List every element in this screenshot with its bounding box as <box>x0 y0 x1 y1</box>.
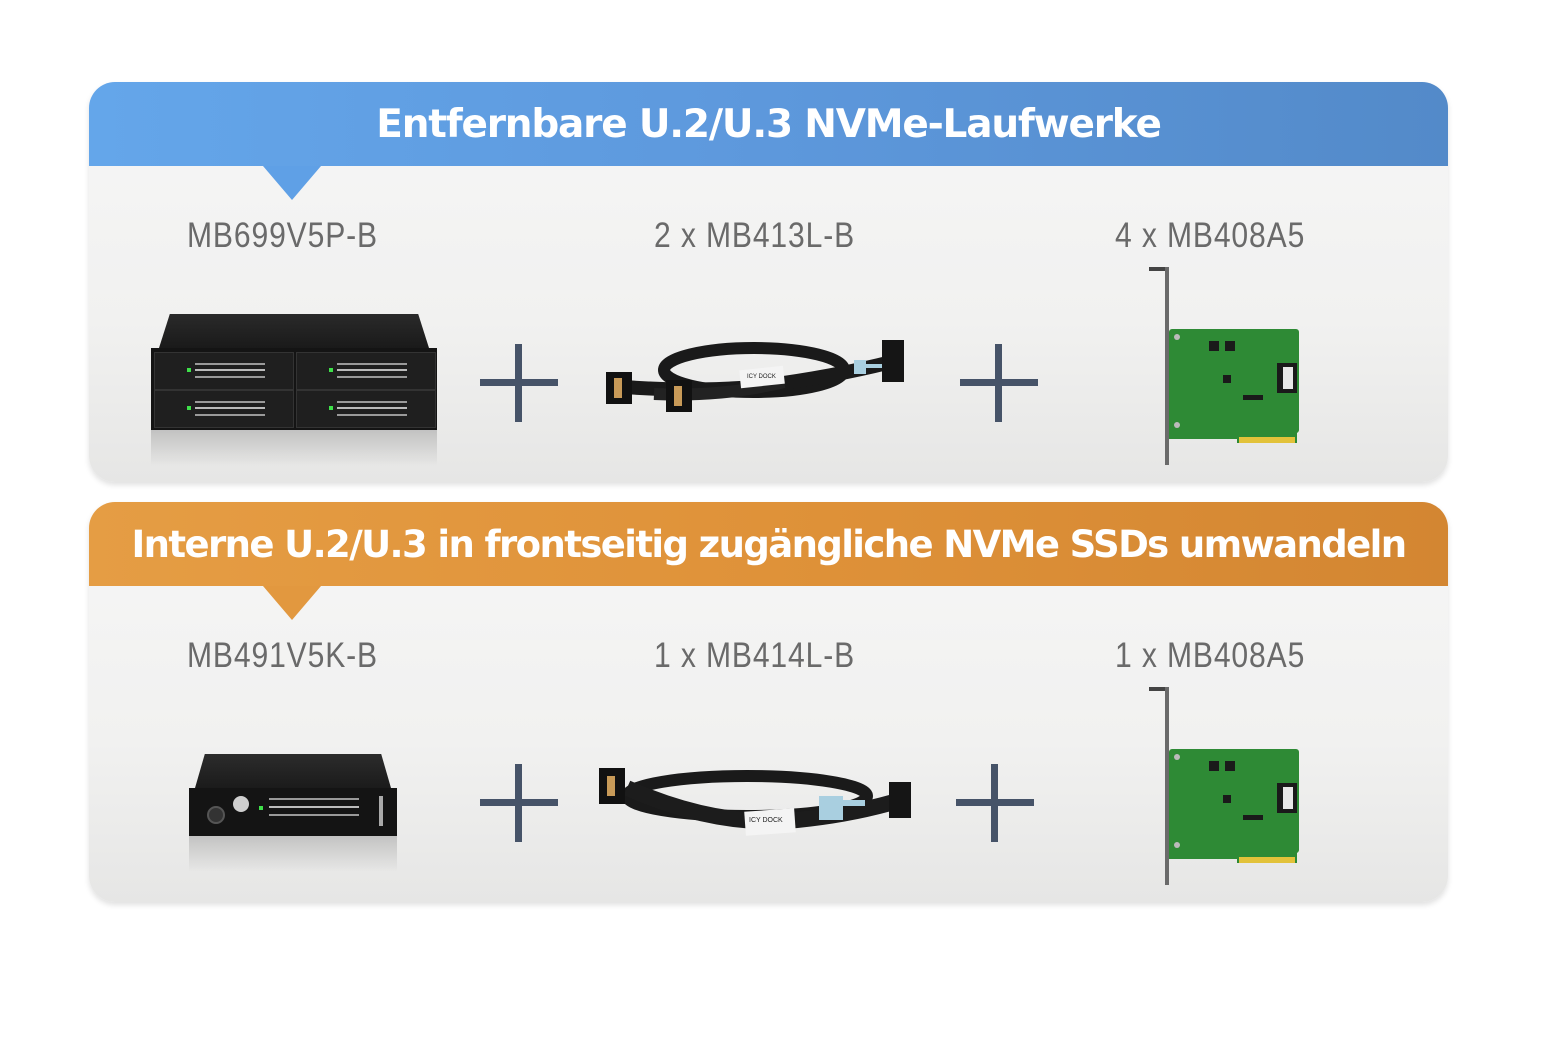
product-label: 4 x MB408A5 <box>1115 216 1306 255</box>
pointer-arrow-icon <box>263 586 321 620</box>
pointer-arrow-icon <box>263 166 321 200</box>
section-removable-nvme: Entfernbare U.2/U.3 NVMe-Laufwerke MB699… <box>89 82 1448 482</box>
plus-icon <box>960 344 1038 422</box>
section-title: Entfernbare U.2/U.3 NVMe-Laufwerke <box>89 82 1448 166</box>
pcie-adapter-card-image <box>1147 687 1307 897</box>
drive-enclosure-1bay-image <box>189 754 397 872</box>
cable-tag-text: ICY DOCK <box>747 374 776 380</box>
section-title: Interne U.2/U.3 in frontseitig zugänglic… <box>89 502 1448 586</box>
slimsas-cable-image: ICY DOCK <box>604 332 924 432</box>
plus-icon <box>956 764 1034 842</box>
product-label: 1 x MB408A5 <box>1115 636 1306 675</box>
slimsas-cable-image: ICY DOCK <box>597 758 917 858</box>
cable-tag-text: ICY DOCK <box>749 817 783 824</box>
product-label: MB491V5K-B <box>187 636 378 675</box>
pcie-adapter-card-image <box>1147 267 1307 477</box>
product-label: 2 x MB413L-B <box>654 216 856 255</box>
product-label: 1 x MB414L-B <box>654 636 856 675</box>
plus-icon <box>480 344 558 422</box>
drive-enclosure-4bay-image <box>151 314 437 466</box>
plus-icon <box>480 764 558 842</box>
section-convert-internal-nvme: Interne U.2/U.3 in frontseitig zugänglic… <box>89 502 1448 902</box>
product-label: MB699V5P-B <box>187 216 378 255</box>
